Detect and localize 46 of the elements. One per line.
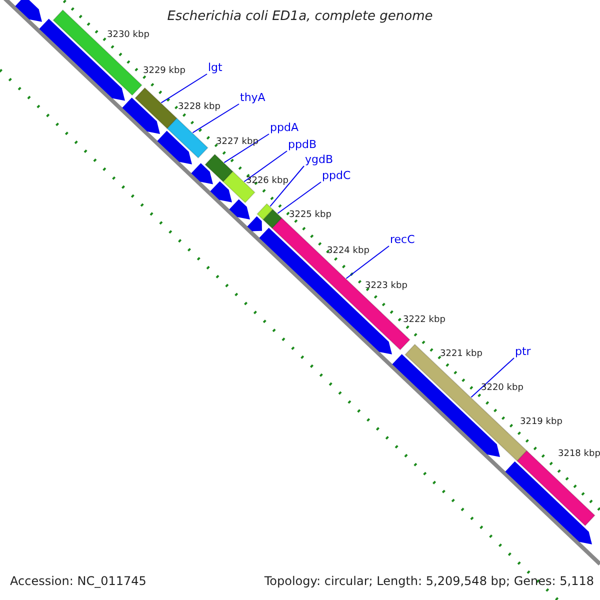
leader-line xyxy=(160,74,208,104)
accession-text: Accession: NC_011745 xyxy=(10,574,146,588)
gene-bar xyxy=(256,203,274,220)
gene-bar xyxy=(262,208,282,229)
gene-label: lgt xyxy=(208,62,222,74)
gene-bar xyxy=(204,154,234,182)
tick-label: 3219 kbp xyxy=(520,417,562,427)
tick-label: 3222 kbp xyxy=(403,315,446,325)
leader-line xyxy=(277,182,322,214)
gene-bar xyxy=(166,118,208,159)
tick-label: 3223 kbp xyxy=(365,281,408,291)
leader-line xyxy=(192,104,240,134)
genome-info-text: Topology: circular; Length: 5,209,548 bp; Genes: 5,118 xyxy=(264,574,594,588)
tick-label: 3218 kbp xyxy=(558,449,600,459)
gene-label: ygdB xyxy=(305,154,334,166)
gene-arrow-shape xyxy=(15,0,42,22)
gene-label: ppdC xyxy=(322,170,351,182)
tick-label: 3224 kbp xyxy=(327,246,370,256)
gene-arrow-shape xyxy=(210,181,232,202)
leader-line xyxy=(346,246,390,279)
tick-label: 3230 kbp xyxy=(107,30,150,40)
gene-arrow-shape xyxy=(259,228,392,354)
leader-line xyxy=(270,166,304,207)
gene-label: recC xyxy=(390,234,415,246)
tick-label: 3229 kbp xyxy=(143,66,186,76)
tick-label: 3228 kbp xyxy=(178,102,220,112)
tick-label: 3225 kbp xyxy=(289,210,332,220)
gene-label: ptr xyxy=(515,346,531,358)
gene-label: ppdA xyxy=(270,122,298,134)
tick-label: 3226 kbp xyxy=(246,176,288,186)
tick-label: 3221 kbp xyxy=(440,349,482,359)
gene-bar xyxy=(134,87,178,130)
tick-label: 3220 kbp xyxy=(481,383,524,393)
gene-label: thyA xyxy=(240,92,266,104)
gene-arrow-shape xyxy=(191,163,213,184)
gene-arrow-shape xyxy=(229,199,250,220)
title: Escherichia coli ED1a, complete genome xyxy=(166,9,434,24)
gene-arrow-shape xyxy=(505,461,592,544)
leader-line xyxy=(224,134,270,164)
gene-arrow-shape xyxy=(157,130,192,164)
gene-label: ppdB xyxy=(288,139,316,151)
leader-line xyxy=(470,358,514,398)
leader-line xyxy=(244,150,288,182)
tick-label: 3227 kbp xyxy=(216,137,258,147)
gene-arrow-shape xyxy=(122,98,160,134)
gene-arrow-shape xyxy=(247,216,262,232)
